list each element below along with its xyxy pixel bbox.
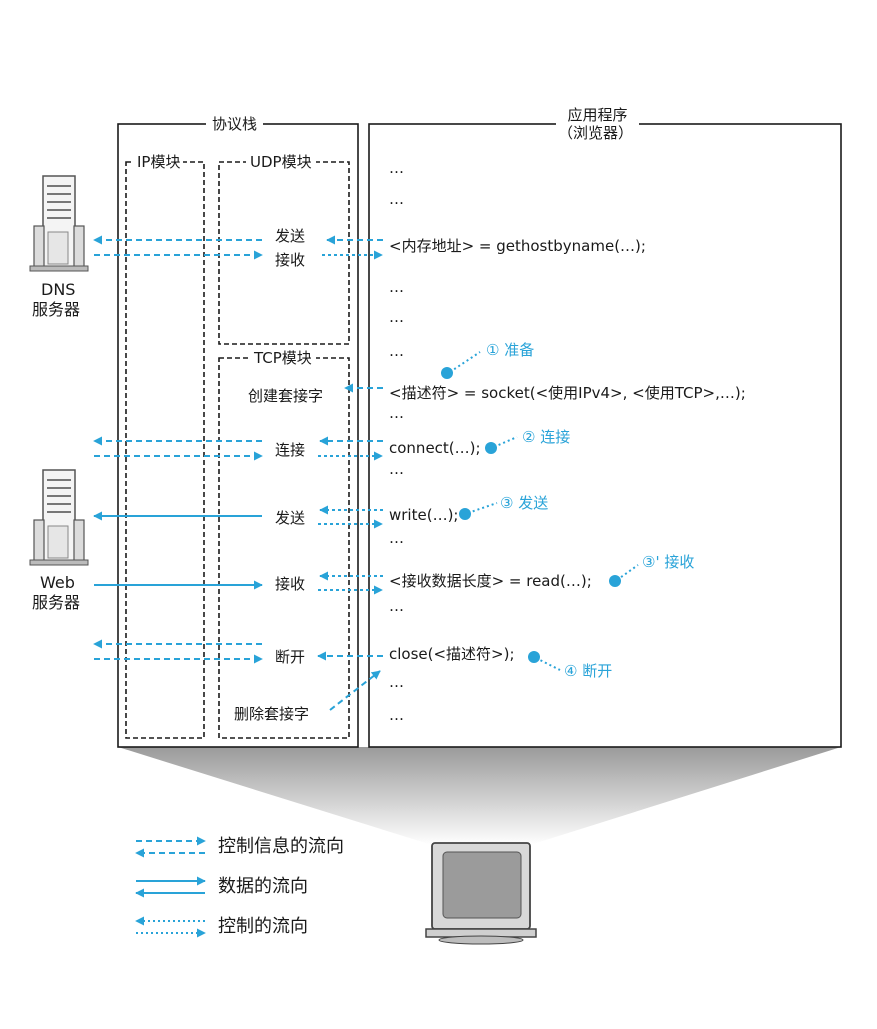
legend-control-label: 控制的流向 (218, 916, 308, 937)
code-ellipsis: … (389, 597, 404, 615)
projection-shade (118, 747, 841, 845)
code-ellipsis: … (389, 342, 404, 360)
legend-data-label: 数据的流向 (218, 876, 308, 897)
tcp-module-label: TCP模块 (250, 349, 316, 367)
code-ellipsis: … (389, 308, 404, 326)
tcp-receive-label: 接收 (275, 575, 306, 593)
arrow-delete-socket-to-app (329, 670, 381, 711)
dot-receive (609, 575, 621, 587)
leader-connect (493, 436, 518, 448)
legend-control-info-label: 控制信息的流向 (218, 836, 344, 857)
application-title-line1: 应用程序 (567, 106, 628, 124)
code-ellipsis: … (389, 529, 404, 547)
tcp-create-socket-label: 创建套接字 (248, 387, 324, 405)
code-ellipsis: … (389, 460, 404, 478)
tcp-module-box (218, 357, 350, 739)
code-read: <接收数据长度> = read(…); (389, 572, 592, 590)
dot-connect (485, 442, 497, 454)
code-write: write(…); (389, 506, 459, 524)
code-socket: <描述符> = socket(<使用IPv4>, <使用TCP>,…); (389, 384, 746, 402)
tcp-disconnect-label: 断开 (275, 648, 306, 666)
code-close: close(<描述符>); (389, 645, 515, 663)
web-server-icon (29, 469, 89, 566)
code-ellipsis: … (389, 190, 404, 208)
leader-prepare (449, 351, 481, 373)
dot-prepare (441, 367, 453, 379)
code-ellipsis: … (389, 673, 404, 691)
dot-disconnect (528, 651, 540, 663)
web-server-label-line1: Web (40, 573, 75, 592)
annotation-send: ③ 发送 (500, 494, 549, 512)
tcp-delete-socket-label: 删除套接字 (234, 705, 310, 723)
leader-disconnect (535, 657, 561, 671)
tcp-connect-label: 连接 (275, 441, 306, 459)
dns-server-label-line2: 服务器 (32, 300, 81, 319)
leader-send (467, 502, 498, 514)
annotation-prepare: ① 准备 (486, 341, 535, 359)
web-server-label-line2: 服务器 (32, 593, 81, 612)
dns-server-icon (29, 175, 89, 272)
application-title-line2: （浏览器） (558, 124, 634, 142)
ip-module-box (125, 161, 205, 739)
code-connect: connect(…); (389, 439, 481, 457)
leader-receive (616, 564, 639, 581)
code-ellipsis: … (389, 706, 404, 724)
application-title: 应用程序 （浏览器） (556, 106, 640, 142)
annotation-receive: ③' 接收 (642, 553, 695, 571)
udp-receive-label: 接收 (275, 251, 306, 269)
ip-module-label: IP模块 (134, 153, 184, 171)
computer-icon (425, 842, 537, 945)
code-ellipsis: … (389, 159, 404, 177)
annotation-disconnect: ④ 断开 (564, 662, 613, 680)
dns-server-label-line1: DNS (41, 280, 76, 299)
udp-module-label: UDP模块 (246, 153, 316, 171)
protocol-stack-box (117, 123, 359, 748)
code-ellipsis: … (389, 404, 404, 422)
udp-send-label: 发送 (275, 227, 306, 245)
code-gethostbyname: <内存地址> = gethostbyname(…); (389, 237, 646, 255)
annotation-connect: ② 连接 (522, 428, 571, 446)
tcp-send-label: 发送 (275, 509, 306, 527)
code-ellipsis: … (389, 278, 404, 296)
protocol-stack-title: 协议栈 (206, 115, 264, 133)
dot-send (459, 508, 471, 520)
